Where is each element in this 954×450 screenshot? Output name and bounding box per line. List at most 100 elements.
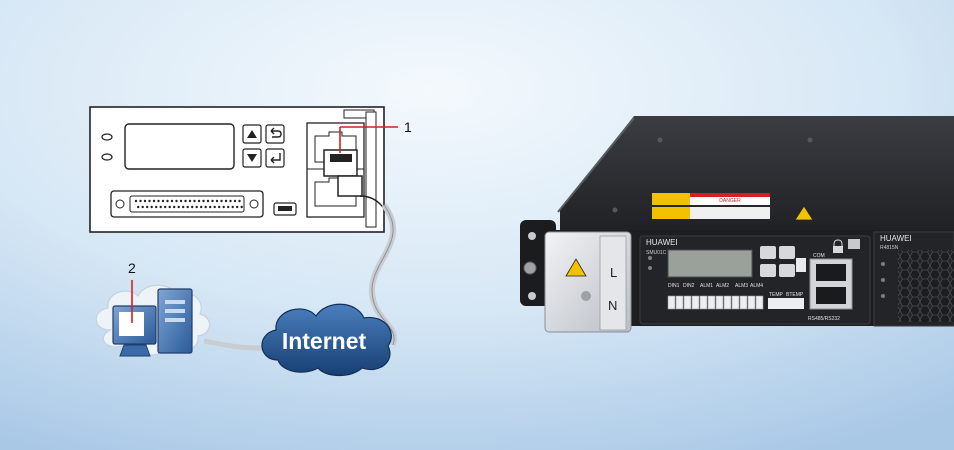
connector-pin (139, 199, 142, 203)
lock-icon (833, 239, 843, 246)
terminal-n-label: N (608, 298, 617, 313)
connector-pin (184, 199, 187, 203)
rectifier-fan-grille (898, 250, 954, 322)
back-icon (270, 127, 282, 138)
smu-brand-label: HUAWEI (646, 238, 678, 247)
connector-pin (141, 205, 144, 209)
connector-pin (134, 199, 138, 203)
callout-1: 1 (339, 119, 412, 153)
terminal-block-pin (747, 295, 756, 310)
terminal-block-pin (667, 295, 676, 310)
keypad (242, 124, 285, 168)
connector-pin (150, 205, 153, 209)
connector-pin (195, 205, 198, 209)
rack-screw (528, 232, 536, 240)
alm3-label: ALM3 (735, 283, 748, 289)
terminal-l-label: L (610, 265, 617, 280)
internet-cloud: Internet (261, 303, 392, 377)
signal-connector (110, 190, 264, 218)
connector-pin (211, 199, 214, 203)
rj45-port-lower (816, 287, 846, 304)
connector-pin (166, 199, 169, 203)
rj45-port-upper (816, 264, 846, 281)
down-arrow-icon (247, 154, 257, 162)
up-arrow-icon (247, 130, 257, 138)
connector-pin (220, 199, 223, 203)
management-computer: 2 (95, 260, 211, 357)
alm2-label: ALM2 (716, 283, 729, 289)
connector-pin (137, 205, 140, 209)
smu-down-key[interactable] (760, 264, 776, 277)
power-system-photo: DANGER L N HUAWEI SMU01C (520, 116, 954, 333)
din2-label: DIN2 (683, 283, 695, 289)
connector-pin (168, 205, 171, 209)
connector-pin (188, 199, 192, 203)
connector-pin (236, 205, 239, 209)
smu-up-key[interactable] (760, 246, 776, 259)
connector-pin (159, 205, 162, 209)
connector-pin (215, 199, 219, 203)
connector-pin (186, 205, 189, 209)
connector-pin (209, 205, 212, 209)
terminal-block-pin (691, 295, 700, 310)
terminal-block-pin (723, 295, 732, 310)
smu-back-key[interactable] (779, 246, 795, 259)
alm1-label: ALM1 (700, 283, 713, 289)
connector-pin (204, 205, 207, 209)
connector-pin (161, 199, 165, 203)
lock-icon-body (833, 246, 843, 253)
connector-pin (152, 199, 156, 203)
connector-pin (177, 205, 180, 209)
rectifier-model-label: R4815N (880, 245, 899, 251)
connector-pin (213, 205, 216, 209)
terminal-block-pin (683, 295, 692, 310)
ground-screw (523, 261, 537, 275)
ac-input-cover: L N (544, 231, 632, 333)
connector-pin (182, 205, 185, 209)
temp-label: TEMP (769, 292, 784, 298)
connector-pin (193, 199, 196, 203)
connector-pin (157, 199, 160, 203)
smu-front-panel-drawing: 1 (89, 106, 412, 346)
electrical-hazard-icon (565, 258, 587, 277)
network-cable-outline (371, 204, 395, 346)
callout-1-label: 1 (404, 119, 412, 135)
connector-pin (218, 205, 221, 209)
usb-port (273, 202, 297, 216)
connector-pin (170, 199, 174, 203)
connector-pin (240, 205, 243, 209)
lcd-screen (124, 123, 235, 170)
hazard-icon (794, 205, 814, 221)
rack-screw (528, 292, 536, 300)
connector-pin (143, 199, 147, 203)
connector-pin (227, 205, 230, 209)
rs485-label: RS485/RS232 (808, 316, 840, 322)
rj45-network-cable (323, 149, 393, 226)
connector-pin (197, 199, 201, 203)
connector-pin (148, 199, 151, 203)
connector-pin (191, 205, 194, 209)
connector-pin (164, 205, 167, 209)
connector-pin (200, 205, 203, 209)
r4815n-rectifier: HUAWEI R4815N (873, 231, 954, 327)
connector-pin (155, 205, 158, 209)
temp-connector (768, 298, 804, 309)
connector-pin (179, 199, 183, 203)
smu-model-label: SMU01C (646, 250, 667, 256)
terminal-block-pin (707, 295, 716, 310)
callout-2: 2 (128, 260, 136, 323)
connector-pin (229, 199, 232, 203)
com-label: COM (813, 253, 825, 259)
back-key[interactable] (265, 124, 285, 144)
danger-label: DANGER (719, 198, 741, 204)
terminal-block-pin (715, 295, 724, 310)
rectifier-brand-label: HUAWEI (880, 234, 912, 243)
callout-2-label: 2 (128, 260, 136, 276)
enter-key[interactable] (265, 148, 285, 168)
smu01c-module: HUAWEI SMU01C DIN1 DIN2 ALM1 ALM2 ALM3 A… (639, 235, 871, 325)
connector-pin (224, 199, 228, 203)
terminal-block-pin (739, 295, 748, 310)
warning-labels: DANGER (652, 193, 814, 221)
smu-enter-key[interactable] (779, 264, 795, 277)
